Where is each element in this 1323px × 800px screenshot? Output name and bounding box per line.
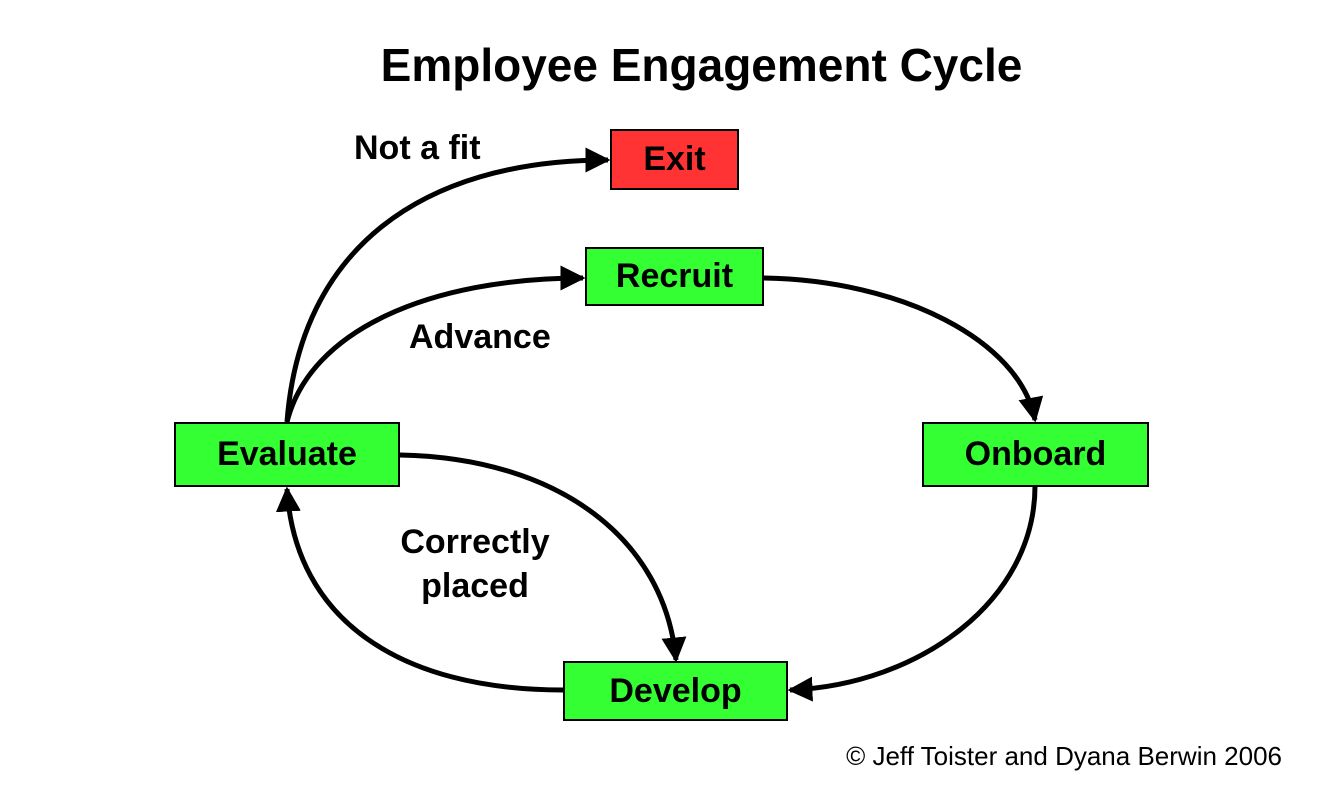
- arrow-evaluate-to-recruit: [284, 265, 586, 423]
- label-correctly-placed: Correctly placed: [375, 520, 575, 608]
- arrow-evaluate-to-develop: [399, 452, 687, 663]
- node-recruit-label: Recruit: [615, 257, 734, 295]
- node-onboard: Onboard: [922, 422, 1149, 487]
- arrow-evaluate-to-exit: [284, 147, 611, 423]
- arrow-recruit-to-onboard: [763, 275, 1044, 423]
- arrow-onboard-to-develop: [787, 485, 1038, 702]
- label-advance: Advance: [409, 318, 551, 356]
- node-evaluate-label: Evaluate: [217, 435, 357, 473]
- node-exit: Exit: [610, 129, 739, 190]
- label-correctly-placed-line1: Correctly: [400, 523, 550, 561]
- node-recruit: Recruit: [585, 247, 764, 306]
- node-onboard-label: Onboard: [964, 435, 1107, 473]
- diagram-title: Employee Engagement Cycle: [380, 39, 1023, 91]
- node-develop: Develop: [563, 661, 788, 721]
- label-correctly-placed-line2: placed: [421, 567, 529, 605]
- arrow-develop-to-evaluate: [275, 486, 564, 693]
- node-exit-label: Exit: [643, 140, 706, 178]
- copyright-notice: © Jeff Toister and Dyana Berwin 2006: [846, 741, 1282, 771]
- node-evaluate: Evaluate: [174, 422, 400, 487]
- node-develop-label: Develop: [609, 671, 742, 710]
- label-not-a-fit: Not a fit: [354, 129, 481, 167]
